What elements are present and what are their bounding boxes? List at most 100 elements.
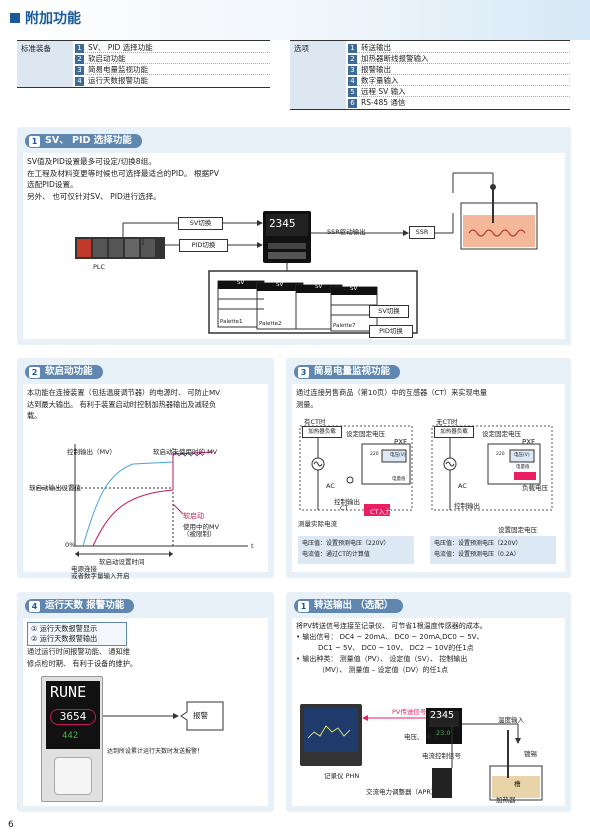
sec3-left-ctrl: 控制输出: [334, 498, 360, 506]
header-band: [0, 0, 590, 40]
tank-icon: [452, 172, 538, 250]
sec3-body: 通过连接另售商品（第10页）中的互感器（CT）来实现电量测量。 有CT时 加热器…: [292, 384, 565, 572]
controller-buttons: [54, 757, 92, 795]
sec3-left-ac: AC: [326, 482, 335, 490]
controller-display: 2345: [269, 217, 296, 230]
sec3-right-disp: 电量值: [516, 465, 530, 470]
sec3-left-vlabel: 电压(V): [390, 453, 406, 458]
sec3-diagram: [299, 425, 553, 516]
chart-time: 软启动设置时间: [99, 558, 145, 566]
chart-soft-sub1: 使用中的MV: [183, 523, 220, 531]
sec3-left-disp: 电量值: [392, 477, 406, 482]
sec3-right-vlabel: 电压(V): [514, 453, 530, 458]
sec5-body: 将PV转送信号连接至记录仪、 可节省1根温度传感器的成本。• 输出信号： DC4…: [292, 618, 565, 806]
sv-switch2-box: SV切换: [369, 305, 409, 318]
chart-ylabel: 控制输出（MV）: [67, 448, 117, 456]
chart-soft-label: 软启动: [183, 512, 204, 520]
sec3-right-values: 电压值：设置预测电压（220V）电流值：设置预测电压（0.2A）: [430, 536, 556, 564]
sec3-right-vval: 220: [496, 452, 505, 457]
chart-no-soft: 软启动未使用时的 MV: [153, 448, 218, 456]
sec4-text: 通过运行时间报警功能、 通知维修点检时期、 有利于设备的维护。: [27, 647, 138, 668]
sec1-body: SV值及PID设置最多可设定/切换8组。在工程及材料变更等时候也可选择最适合的P…: [23, 153, 565, 339]
title-square-icon: [10, 13, 20, 23]
soft-start-chart: [33, 444, 248, 557]
tank-label: 槽: [514, 780, 521, 788]
card-sv-label: SV: [315, 284, 323, 290]
days-value: 3654: [50, 709, 96, 725]
pv-signal-label: PV传送信号: [392, 708, 427, 716]
plc-label: PLC: [93, 263, 106, 271]
ctrl-sig-label: 电流控制信号: [422, 752, 461, 760]
sec1-diagram: [75, 172, 538, 334]
page-title: 附加功能: [10, 8, 81, 28]
sv-switch-box: SV切换: [178, 217, 223, 230]
chart-t: t: [251, 542, 254, 550]
sec3-left-ctin: CT入力: [370, 508, 392, 516]
chart-soft-out: 软启动输出设置值: [29, 484, 81, 492]
sec3-right-loadv: 负载电压: [522, 484, 548, 492]
sec1-text: SV值及PID设置最多可设定/切换8组。在工程及材料变更等时候也可选择最适合的P…: [27, 157, 219, 201]
alarm-note: 达到所设累计运行天数时发送报警！: [107, 748, 204, 755]
apr-label: 交流电力调整器（APR）: [366, 788, 438, 796]
sec3-right-ctrl: 控制输出: [454, 502, 480, 510]
sec3-right-pxf: PXF: [522, 438, 536, 446]
palette7-label: Palette7: [333, 323, 356, 329]
recorder-label: 记录仪 PHN: [324, 772, 360, 780]
rune-text: RUNE: [50, 683, 87, 701]
sec3-left-ct: CT: [340, 504, 349, 512]
pid-switch-box: PID切换: [179, 239, 228, 252]
pid-switch2-box: PID切换: [369, 325, 413, 338]
sub-value: 442: [62, 731, 79, 741]
copper-label: 镀锡: [524, 750, 537, 758]
sec3-right-box1: 加热器负载: [434, 426, 474, 438]
card-sv-label: SV: [276, 282, 284, 288]
sec5-text: 将PV转送信号连接至记录仪、 可节省1根温度传感器的成本。• 输出信号： DC4…: [296, 622, 487, 674]
chart-conn2: 或者数字量输入开启: [71, 572, 130, 580]
alarm-diagram: [103, 701, 224, 731]
controller-icon: [263, 211, 311, 263]
page-number: 6: [8, 820, 14, 830]
chart-conn1: 电源连接: [71, 565, 97, 573]
sec3-text: 通过连接另售商品（第10页）中的互感器（CT）来实现电量测量。: [296, 388, 488, 409]
sec3-right-ac: AC: [458, 482, 467, 490]
sec3-right-title: 无CT时: [436, 418, 458, 426]
sec5-diagram: [300, 704, 543, 801]
sec3-left-vval: 220: [370, 452, 379, 457]
chart-soft-sub2: （被限制）: [183, 530, 216, 538]
sec3-right-setv: 设置固定电压: [498, 526, 537, 534]
sec3-left-pxf: PXF: [394, 438, 408, 446]
card-sv-label: SV: [350, 286, 358, 292]
heater-label: 加热器: [496, 796, 516, 804]
card-sv-label: SV: [237, 280, 245, 286]
sec3-left-values: 电压值：设置预测电压（220V）电流值：通过CT的计算值: [298, 536, 414, 564]
alarm-label: 报警: [193, 711, 208, 720]
vi-label: 电压、 电流: [404, 733, 439, 741]
sec3-left-box1: 加热器负载: [302, 426, 342, 438]
plc-rack-icon: [75, 237, 165, 259]
ctrl-display: 2345: [430, 710, 455, 721]
options-label: 选项: [290, 41, 346, 109]
sec3-left-box2: 设定固定电压: [346, 430, 385, 438]
